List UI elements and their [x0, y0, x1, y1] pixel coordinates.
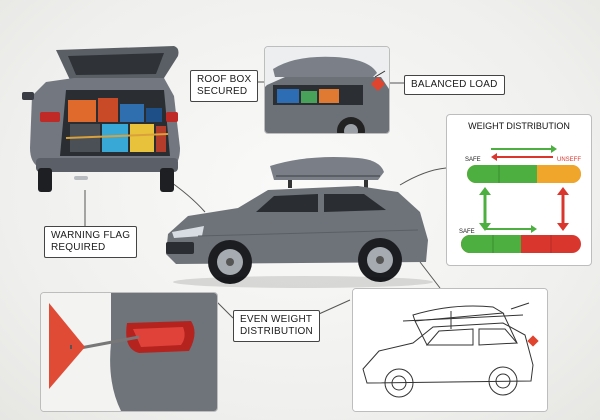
trunk-car-illustration [22, 46, 180, 192]
warning-flag-label-line1: WARNING FLAG [51, 230, 131, 241]
trunk-view [14, 38, 184, 194]
balanced-load-text: BALANCED LOAD [411, 79, 498, 90]
roof-box-illustration [265, 47, 389, 133]
roof-box-label: ROOF BOX SECURED [190, 70, 259, 102]
weight-distribution-chart: WEIGHT DISTRIBUTION SAFE UNSEFF [459, 121, 581, 253]
weight-distribution-panel: WEIGHT DISTRIBUTION SAFE UNSEFF [446, 114, 592, 266]
red-warning-flag [49, 303, 85, 389]
top-arrows [491, 145, 557, 161]
warning-flag-label: WARNING FLAG REQUIRED [44, 226, 138, 258]
top-distribution-bar [467, 165, 581, 183]
vertical-arrows [479, 187, 569, 231]
weight-panel-title: WEIGHT DISTRIBUTION [468, 121, 570, 131]
even-weight-label-line1: EVEN WEIGHT [240, 314, 313, 325]
roof-box-label-line1: ROOF BOX [197, 74, 252, 85]
bottom-arrows [485, 225, 537, 233]
even-weight-label-line2: DISTRIBUTION [240, 326, 313, 337]
roof-load-line-drawing [353, 289, 547, 411]
warning-flag-illustration [41, 293, 217, 411]
balanced-load-label: BALANCED LOAD [404, 75, 505, 95]
warning-flag-panel [40, 292, 218, 412]
safe-label-top: SAFE [465, 157, 481, 163]
connector-taillight [214, 299, 234, 319]
roof-box-label-line2: SECURED [197, 86, 248, 97]
safe-label-bottom: SAFE [459, 229, 475, 235]
main-suv-illustration [166, 157, 433, 288]
roof-box-panel [264, 46, 390, 134]
load-sketch-panel [352, 288, 548, 412]
even-weight-label: EVEN WEIGHT DISTRIBUTION [233, 310, 320, 342]
connector-weight [399, 167, 447, 186]
bottom-distribution-bar [461, 235, 581, 253]
connector-sidecar [419, 261, 441, 289]
unsafe-label-top: UNSEFF [557, 157, 581, 163]
warning-flag-label-line2: REQUIRED [51, 242, 106, 253]
